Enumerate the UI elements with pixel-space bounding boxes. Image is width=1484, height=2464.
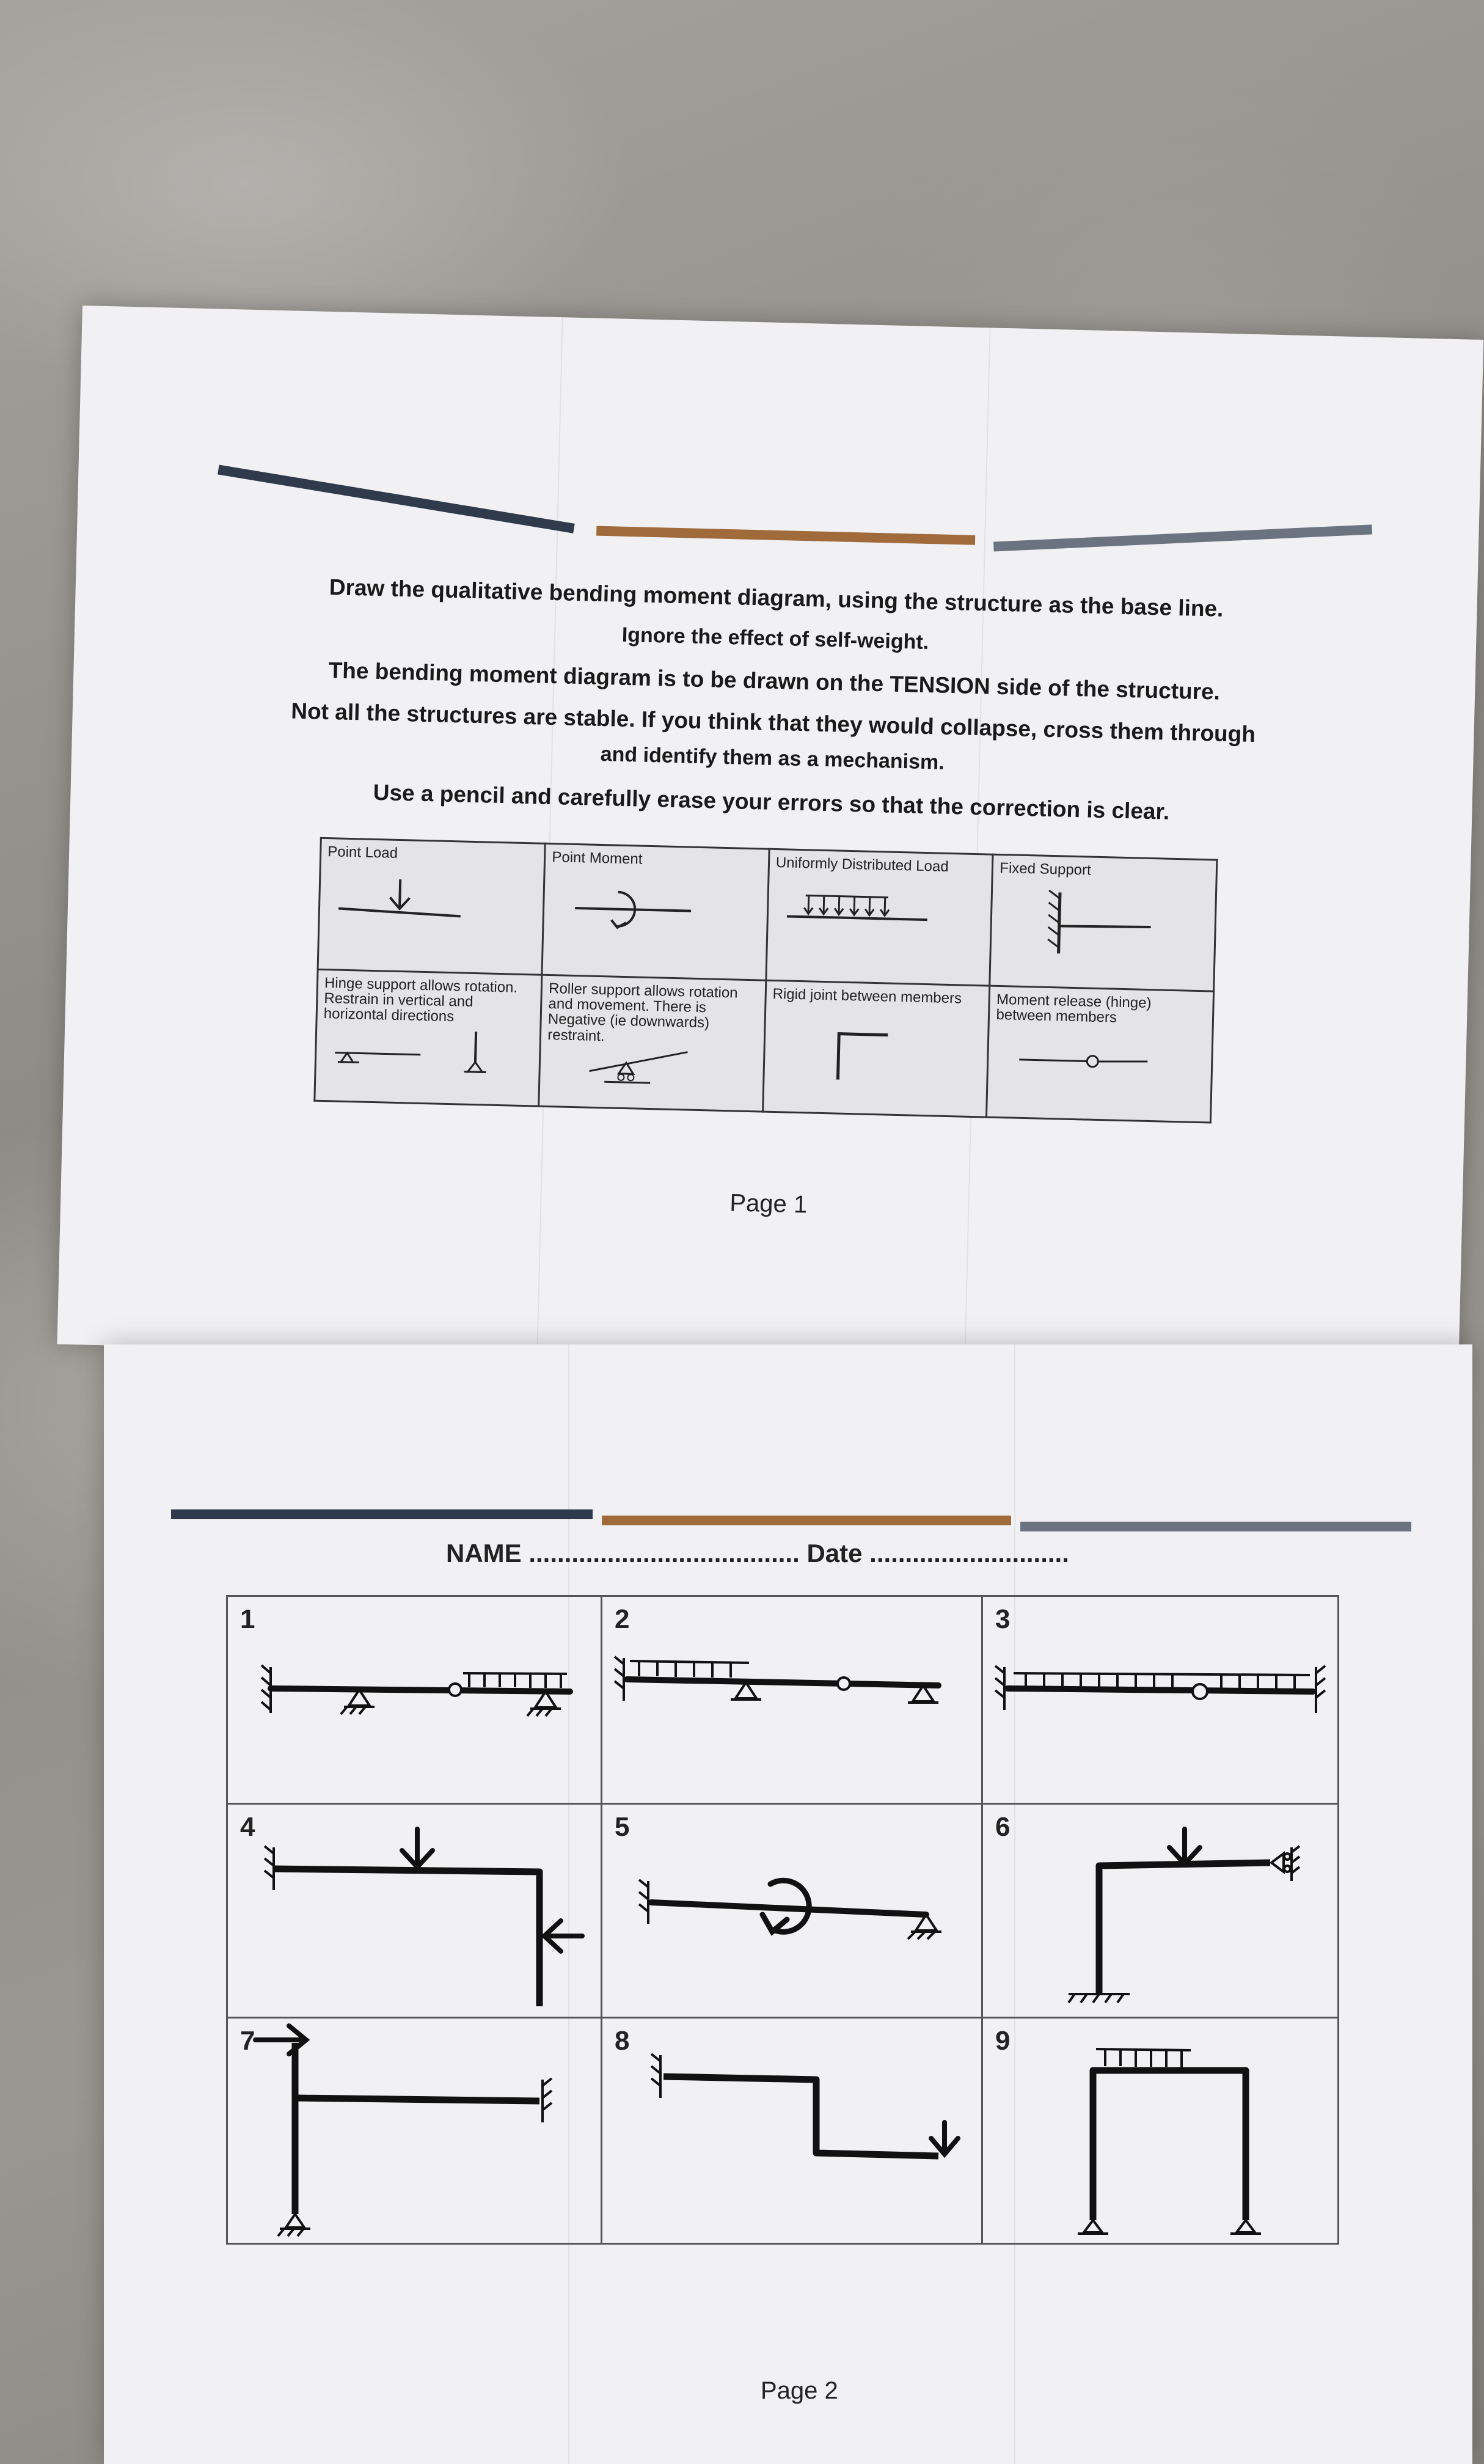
symbol-key-table: Point Load Point Moment Uniformly Distri… [313, 837, 1218, 1124]
key-rigid-joint: Rigid joint between members [762, 980, 990, 1118]
problem-cell-3: 3 [981, 1595, 1339, 1805]
rigid-joint-icon [836, 1032, 888, 1080]
header-bar-navy [217, 464, 575, 534]
udl-icon [786, 894, 927, 922]
key-hinge-support: Hinge support allows rotation. Restrain … [314, 969, 543, 1107]
problem-number: 5 [615, 1812, 630, 1842]
key-point-moment: Point Moment [542, 843, 769, 981]
structure-9-diagram [1078, 2048, 1261, 2235]
name-date-row: NAME ...................................… [446, 1539, 1069, 1568]
problem-number: 1 [240, 1604, 255, 1634]
key-label: Roller support allows rotation and movem… [547, 980, 738, 1044]
problem-cell-6: 6 [981, 1803, 1339, 2019]
page-1-label: Page 1 [729, 1189, 808, 1219]
problem-number: 3 [995, 1604, 1011, 1634]
problem-number: 6 [995, 1812, 1011, 1842]
key-roller-support: Roller support allows rotation and movem… [538, 975, 766, 1112]
fold-line [964, 328, 991, 1366]
problem-cell-9: 9 [981, 2017, 1339, 2245]
problem-grid: 1 [226, 1595, 1339, 2245]
problem-number: 8 [615, 2026, 630, 2056]
structure-5-diagram [638, 1877, 941, 1940]
key-point-load: Point Load [318, 838, 546, 975]
key-label: Uniformly Distributed Load [775, 854, 949, 875]
page-1-sheet: Draw the qualitative bending moment diag… [57, 306, 1484, 1379]
structure-3-diagram [994, 1665, 1326, 1713]
page-2-sheet: NAME ...................................… [104, 1344, 1472, 2464]
structure-2-diagram [613, 1656, 941, 1704]
structure-6-diagram [1067, 1827, 1301, 2004]
key-label: Hinge support allows rotation. Restrain … [323, 975, 518, 1025]
problem-cell-5: 5 [601, 1803, 983, 2019]
problem-number: 7 [240, 2026, 255, 2056]
header-bar-slate [993, 524, 1373, 552]
key-udl: Uniformly Distributed Load [766, 849, 993, 986]
name-field[interactable]: ...................................... [528, 1539, 800, 1568]
point-moment-icon [575, 890, 692, 930]
key-moment-release: Moment release (hinge) between members [986, 986, 1214, 1123]
hinge-support-icon [335, 1031, 486, 1073]
key-label: Fixed Support [1000, 859, 1092, 879]
key-label: Point Load [327, 843, 398, 862]
point-load-icon [338, 879, 461, 918]
header-bar-brown [596, 526, 976, 545]
moment-release-icon [1019, 1055, 1148, 1068]
fold-line [536, 317, 563, 1356]
problem-cell-8: 8 [601, 2017, 983, 2245]
problem-number: 4 [240, 1812, 255, 1842]
date-label: Date [806, 1539, 863, 1568]
problem-cell-2: 2 [601, 1595, 983, 1805]
key-label: Point Moment [552, 849, 643, 868]
page-2-label: Page 2 [761, 2377, 838, 2404]
name-label: NAME [446, 1539, 522, 1568]
header-bar-brown [602, 1516, 1011, 1525]
structure-4-diagram [263, 1827, 585, 2006]
structure-8-diagram [650, 2053, 960, 2160]
date-field[interactable]: ............................ [869, 1539, 1069, 1568]
header-bar-navy [171, 1509, 593, 1519]
structure-7-diagram [253, 2023, 553, 2237]
roller-support-icon [589, 1050, 688, 1084]
key-label: Rigid joint between members [772, 985, 962, 1007]
problem-cell-1: 1 [226, 1595, 602, 1805]
structure-1-diagram [260, 1664, 573, 1717]
problem-number: 2 [615, 1604, 630, 1634]
problem-cell-7: 7 [226, 2017, 602, 2245]
key-fixed-support: Fixed Support [990, 854, 1217, 992]
key-label: Moment release (hinge) between members [996, 991, 1152, 1026]
fixed-support-icon [1047, 889, 1152, 954]
header-bar-slate [1020, 1522, 1411, 1531]
problem-cell-4: 4 [226, 1803, 602, 2019]
problem-number: 9 [995, 2026, 1011, 2056]
